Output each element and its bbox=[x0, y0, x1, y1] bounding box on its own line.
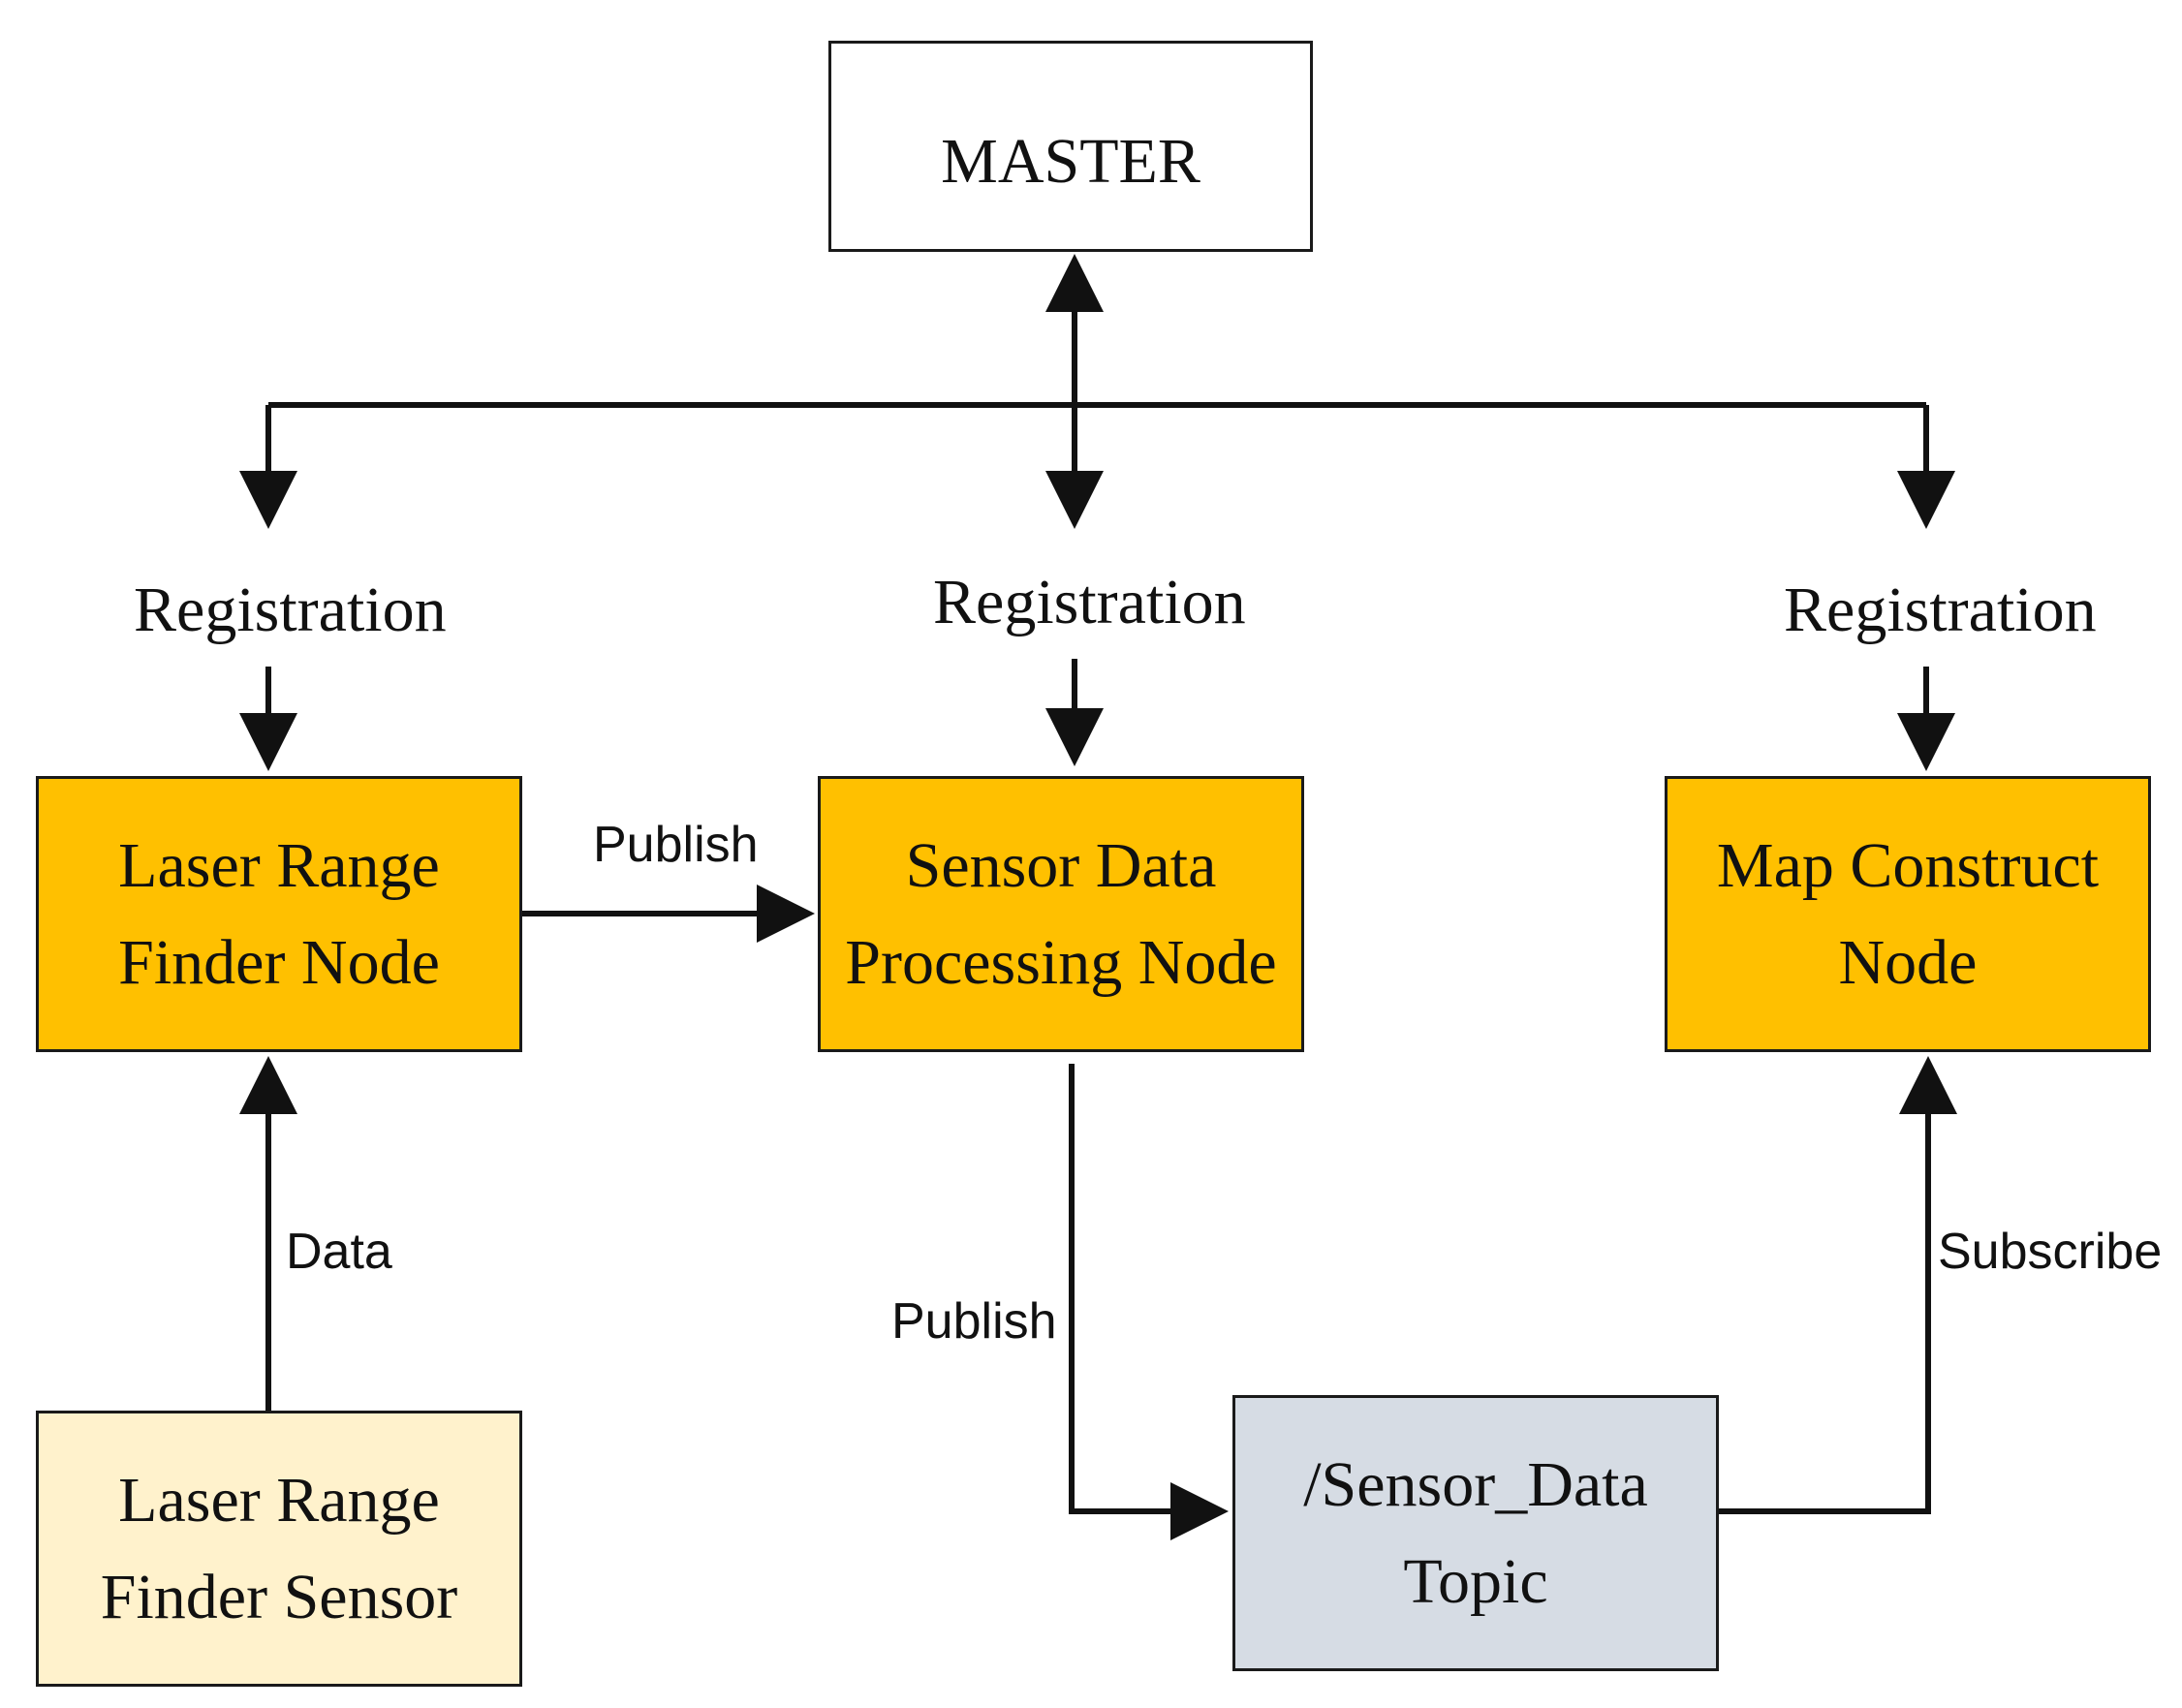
sensor-data-processing-node-line1: Sensor Data bbox=[905, 829, 1217, 901]
laser-range-finder-node: Laser Range Finder Node bbox=[36, 776, 522, 1052]
laser-range-finder-sensor-line1: Laser Range bbox=[118, 1464, 440, 1536]
sensor-data-topic-line1: /Sensor_Data bbox=[1303, 1448, 1648, 1520]
sensor-data-processing-node: Sensor Data Processing Node bbox=[818, 776, 1304, 1052]
sensor-data-topic-line2: Topic bbox=[1403, 1545, 1548, 1617]
registration-label-right: Registration bbox=[1784, 575, 2097, 645]
laser-range-finder-node-line1: Laser Range bbox=[118, 829, 440, 901]
subscribe-label: Subscribe bbox=[1938, 1224, 2163, 1280]
registration-label-middle: Registration bbox=[933, 567, 1246, 637]
subscribe-arrow-line bbox=[1719, 1056, 1957, 1514]
master-label: MASTER bbox=[941, 126, 1200, 197]
publish-label-processing: Publish bbox=[593, 817, 759, 873]
registration-label-left: Registration bbox=[134, 575, 447, 645]
map-construct-node-line2: Node bbox=[1838, 926, 1978, 998]
master-box: MASTER bbox=[828, 41, 1313, 252]
publish-topic-arrow-line bbox=[1069, 1064, 1229, 1540]
laser-range-finder-node-line2: Finder Node bbox=[118, 926, 440, 998]
sensor-data-processing-node-line2: Processing Node bbox=[845, 926, 1277, 998]
data-label: Data bbox=[286, 1224, 392, 1280]
map-construct-node: Map Construct Node bbox=[1665, 776, 2151, 1052]
laser-range-finder-sensor-line2: Finder Sensor bbox=[100, 1561, 458, 1632]
sensor-data-topic: /Sensor_Data Topic bbox=[1232, 1395, 1719, 1671]
laser-range-finder-sensor: Laser Range Finder Sensor bbox=[36, 1411, 522, 1687]
publish-label-topic: Publish bbox=[891, 1293, 1057, 1350]
map-construct-node-line1: Map Construct bbox=[1716, 829, 2100, 901]
